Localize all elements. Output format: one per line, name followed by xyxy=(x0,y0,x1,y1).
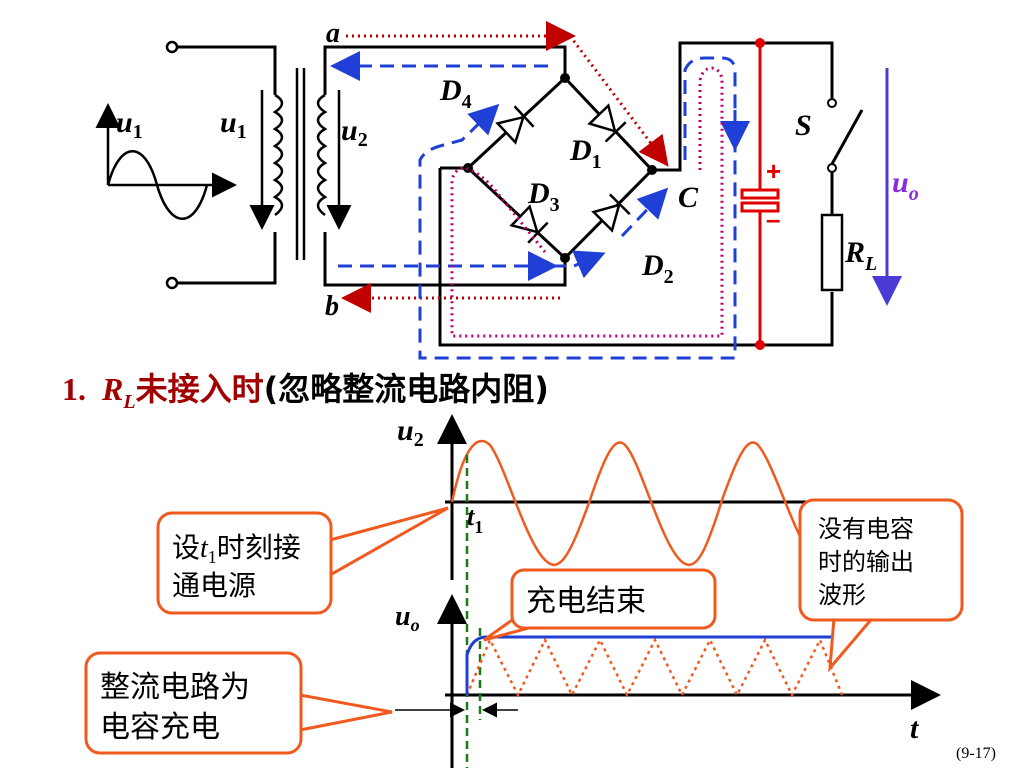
circuit xyxy=(165,40,864,347)
callout-no-cap-line2: 时的输出 xyxy=(818,548,914,576)
d2-label: D2 xyxy=(641,249,674,288)
node-a-label: a xyxy=(326,18,340,49)
callout-t1 xyxy=(156,511,333,615)
node-right xyxy=(647,165,657,175)
callout-no-cap xyxy=(798,498,964,622)
current-path-blue xyxy=(330,51,750,360)
output-voltage-label: uo xyxy=(892,166,919,205)
t1-label: t1 xyxy=(467,502,483,537)
secondary-coil xyxy=(316,93,328,217)
d4-label: D4 xyxy=(439,74,472,113)
input-terminal-bottom xyxy=(165,276,179,290)
callout-charge-end-text: 充电结束 xyxy=(526,584,646,619)
switch-contact-bottom xyxy=(827,163,837,173)
output-wire-top xyxy=(760,41,834,98)
callout-t1-pointer xyxy=(328,506,449,578)
callout-charge-end xyxy=(510,568,717,630)
primary-coil xyxy=(272,93,284,217)
u2-waveform xyxy=(450,439,816,566)
callout-rectifier xyxy=(84,651,303,755)
capacitor-plate-top xyxy=(740,188,780,200)
switch-contact-top xyxy=(827,98,837,108)
circuit-nodes xyxy=(463,73,657,263)
page-number: (9-17) xyxy=(956,745,996,762)
capacitor-node-bottom xyxy=(755,340,765,350)
primary-wire-top xyxy=(177,45,277,95)
uo-axis-label: uo xyxy=(395,601,420,635)
primary-wave-label: u1 xyxy=(116,106,143,143)
primary-voltage-label: u1 xyxy=(220,106,247,143)
node-bottom xyxy=(560,253,570,263)
secondary-wire-bottom xyxy=(323,232,567,287)
callout-rectifier-line2: 电容充电 xyxy=(100,710,220,745)
callout-rectifier-line1: 整流电路为 xyxy=(100,670,250,705)
node-top xyxy=(560,73,570,83)
primary-wave-icon xyxy=(95,103,237,220)
node-b-label: b xyxy=(325,291,339,322)
current-path-pink xyxy=(450,66,724,338)
capacitor-plus: + xyxy=(766,156,781,186)
callout-no-cap-line1: 没有电容 xyxy=(818,515,914,543)
d1-label: D1 xyxy=(569,134,602,173)
input-terminal-top xyxy=(165,40,179,54)
t-axis-label: t xyxy=(910,712,920,745)
load-label: RL xyxy=(844,236,877,275)
load-resistor xyxy=(820,213,844,292)
uo-no-cap-waveform xyxy=(465,636,844,698)
callout-t1-line1: 设t1时刻接 xyxy=(172,531,301,567)
diodes xyxy=(495,103,631,244)
u2-axis-label: u2 xyxy=(397,414,424,451)
capacitor-label: C xyxy=(678,181,699,214)
capacitor xyxy=(740,43,780,345)
bridge-diamond xyxy=(465,76,655,261)
capacitor-minus: – xyxy=(766,204,780,234)
current-path-red xyxy=(341,21,669,313)
uo-cap-waveform xyxy=(465,635,845,695)
callout-no-cap-line3: 波形 xyxy=(818,581,866,609)
secondary-wire-top xyxy=(323,45,567,95)
bridge-left-return xyxy=(438,168,760,347)
capacitor-node-top xyxy=(755,38,765,48)
callout-rect-pointer xyxy=(298,693,393,732)
output-wire-bottom xyxy=(760,292,834,347)
switch-label: S xyxy=(795,109,812,142)
diode-d1 xyxy=(587,103,627,143)
primary-wire-bottom xyxy=(177,232,277,285)
secondary-voltage-label: u2 xyxy=(341,114,368,151)
diode-d2 xyxy=(591,193,631,233)
switch-blade xyxy=(830,109,864,165)
callout-t1-line2: 通电源 xyxy=(172,569,256,602)
section-heading: 1. RL未接入时(忽略整流电路内阻) xyxy=(62,370,549,413)
diode-d4 xyxy=(495,105,535,145)
d3-label: D3 xyxy=(527,177,560,216)
bridge-right-wire xyxy=(652,41,760,172)
